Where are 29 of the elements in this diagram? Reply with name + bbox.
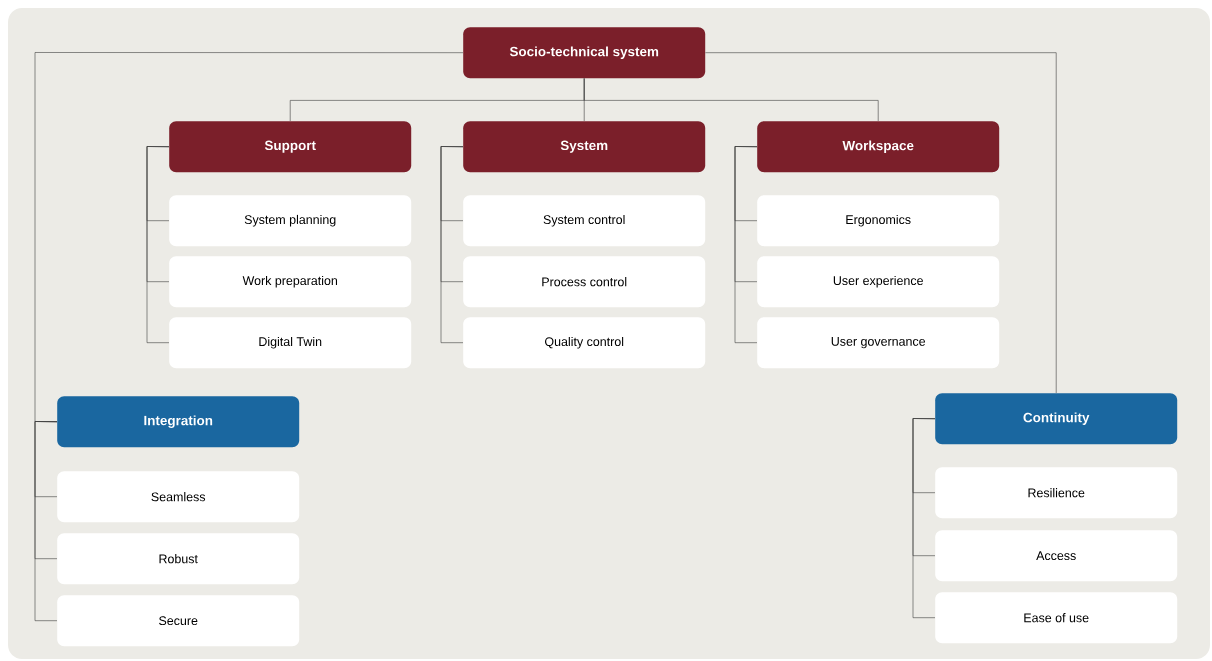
item-box: Secure (57, 595, 300, 647)
connector-line (583, 78, 879, 122)
heading-box: Socio-technical system (463, 27, 706, 79)
heading-box: Integration (57, 396, 300, 448)
item-box: System planning (169, 195, 412, 247)
item-box: Digital Twin (169, 317, 412, 369)
item-box: Process control (463, 256, 706, 308)
heading-box: Continuity (935, 393, 1178, 445)
item-box: Resilience (935, 467, 1178, 519)
item-box: User governance (757, 317, 1000, 369)
connector-line (146, 146, 170, 343)
connector-line (440, 146, 464, 343)
item-box: Ease of use (935, 592, 1178, 644)
item-box: Access (935, 530, 1178, 582)
item-box: User experience (757, 256, 1000, 308)
item-box: Robust (57, 533, 300, 585)
item-box: System control (463, 195, 706, 247)
item-box: Quality control (463, 317, 706, 369)
heading-box: Workspace (757, 121, 1000, 173)
connector-line (912, 418, 936, 618)
connector-line (705, 52, 1057, 394)
heading-box: Support (169, 121, 412, 173)
connector-line (734, 146, 758, 343)
item-box: Ergonomics (757, 195, 1000, 247)
connector-line (34, 421, 58, 621)
item-box: Work preparation (169, 256, 412, 308)
connector-line (34, 52, 464, 422)
heading-box: System (463, 121, 706, 173)
item-box: Seamless (57, 471, 300, 523)
